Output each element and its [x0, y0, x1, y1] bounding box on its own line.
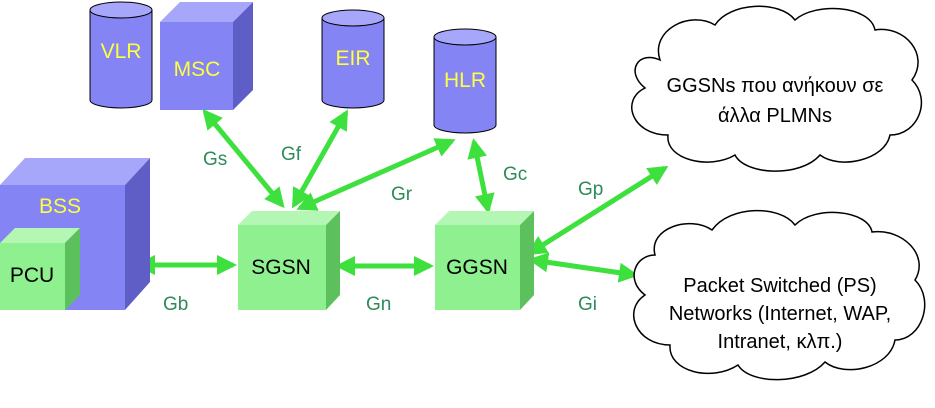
sgsn-label: SGSN: [251, 256, 311, 279]
eir-database: EIR: [321, 9, 385, 109]
ggsn-box: GGSN: [435, 211, 534, 310]
gp-link-arrow: [526, 165, 669, 256]
ps-networks-line3: Intranet, κλπ.): [718, 331, 843, 353]
hlr-database: HLR: [433, 28, 497, 134]
vlr-database: VLR: [89, 1, 153, 109]
gr-link-arrow: [296, 138, 456, 211]
ggsn-label: GGSN: [446, 256, 508, 279]
ps-networks-line2: Networks (Internet, WAP,: [669, 303, 891, 325]
pcu-label: PCU: [10, 264, 54, 287]
eir-label: EIR: [335, 47, 370, 70]
sgsn-box: SGSN: [238, 211, 340, 310]
gi-link-arrow: [528, 252, 639, 283]
vlr-label: VLR: [101, 40, 142, 63]
gf-label: Gf: [281, 144, 302, 165]
hlr-label: HLR: [444, 69, 486, 92]
ps-networks-line1: Packet Switched (PS): [683, 275, 876, 297]
other-plmns-cloud: GGSNs που ανήκουν σε άλλα PLMNs: [631, 5, 923, 172]
gc-link-arrow: [467, 138, 495, 214]
bss-label: BSS: [39, 195, 81, 218]
interface-arrows: [135, 108, 669, 283]
gr-label: Gr: [391, 184, 413, 205]
pcu-box: PCU: [0, 228, 80, 310]
other-plmns-line2: άλλα PLMNs: [718, 105, 832, 127]
other-plmns-line1: GGSNs που ανήκουν σε: [667, 75, 884, 97]
gn-label: Gn: [366, 294, 391, 315]
msc-label: MSC: [174, 58, 221, 81]
gc-label: Gc: [503, 164, 527, 185]
gi-label: Gi: [578, 294, 597, 315]
gb-label: Gb: [163, 294, 188, 315]
interface-labels: Gs Gf Gr Gc Gb Gn Gp Gi: [163, 144, 603, 315]
gs-link-arrow: [202, 108, 285, 209]
msc-box: MSC: [160, 2, 253, 110]
gs-label: Gs: [203, 149, 227, 170]
ps-networks-cloud: Packet Switched (PS) Networks (Internet,…: [633, 209, 926, 381]
gp-label: Gp: [578, 179, 603, 200]
